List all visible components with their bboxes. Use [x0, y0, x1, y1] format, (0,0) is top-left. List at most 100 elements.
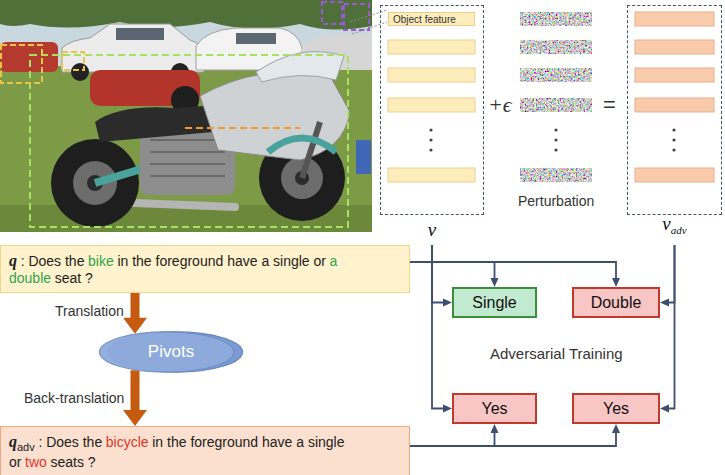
noise-row: [520, 12, 592, 26]
question-text: bike: [88, 253, 114, 269]
question-text: two: [25, 454, 47, 470]
operator-symbol: +ϵ: [488, 92, 512, 118]
feature-row: Object feature: [388, 12, 475, 26]
ellipsis-dot: [672, 148, 675, 151]
noise-row: [520, 68, 592, 82]
photo-sky: [0, 0, 372, 232]
ellipse-face: [99, 332, 233, 372]
ellipse-text: Pivots: [148, 342, 194, 362]
connector-line: [410, 432, 616, 446]
photo-car: [0, 42, 58, 72]
vector-symbol: v: [428, 219, 436, 240]
connector-line: [410, 432, 495, 446]
subscript: adv: [17, 441, 35, 453]
question-box: qadv: Does thebicyclein the foreground h…: [0, 426, 410, 475]
question-text: seat ?: [55, 270, 93, 286]
connector-line: [131, 370, 140, 411]
vector-label: v: [380, 219, 484, 241]
connector-line: [131, 293, 140, 319]
question-text: in the foreground have a single or: [117, 253, 326, 269]
ellipsis-dot: [672, 128, 675, 131]
arrow-head: [612, 278, 620, 287]
photo-fork: [302, 122, 320, 178]
feature-row: [388, 98, 475, 112]
photo-crate: [356, 140, 371, 174]
connector-line: [668, 245, 675, 303]
question-text: seats ?: [51, 454, 96, 470]
feature-set: vadv: [627, 5, 722, 245]
answer-box: Yes: [452, 393, 537, 424]
feature-row: [388, 40, 475, 54]
photo-trees: [0, 0, 372, 30]
arrow-head: [123, 410, 147, 426]
connector: [410, 262, 499, 287]
connector: [410, 424, 620, 446]
feature-row: [388, 68, 475, 82]
connector: [123, 293, 147, 334]
detection-box: [62, 52, 84, 70]
row-text: Object feature: [393, 14, 456, 25]
feature-set: v Object feature: [380, 5, 484, 245]
ellipsis-dot: [554, 148, 557, 151]
answer-text: Single: [472, 294, 516, 312]
noise-row: [520, 40, 592, 54]
dashed-frame: [380, 5, 484, 215]
dashed-frame: [627, 5, 722, 215]
detection-box: [1, 45, 42, 83]
edge-label: Translation: [55, 303, 124, 319]
arrow-head: [612, 424, 620, 433]
feature-row: [388, 168, 475, 182]
leader-line: [350, 10, 387, 34]
connector: [432, 245, 452, 307]
arrow-head: [491, 278, 499, 287]
vector-label: vadv: [627, 213, 722, 241]
feature-row: [635, 40, 714, 54]
connector: [660, 245, 675, 307]
connector: [432, 245, 452, 413]
photo-engine-fins: [150, 140, 225, 176]
detection-box: [30, 55, 348, 227]
photo-wheel: [71, 63, 89, 81]
question-text: : Does the: [21, 253, 85, 269]
answer-text: Double: [591, 294, 642, 312]
ellipsis-dot: [429, 148, 432, 151]
question-text: : Does the: [38, 434, 102, 450]
arrow-head: [660, 405, 669, 413]
photo-car-window: [116, 28, 164, 40]
answer-box: Yes: [572, 393, 660, 424]
photo-fender: [268, 138, 336, 152]
question-symbol: q: [9, 433, 17, 450]
connector: [410, 424, 499, 446]
vector-symbol: v: [662, 213, 670, 234]
noise-row: [520, 168, 592, 182]
answer-text: Yes: [603, 400, 629, 418]
feature-row: [635, 12, 714, 26]
ellipsis-dot: [554, 128, 557, 131]
operator-symbol: =: [603, 92, 616, 118]
question-box: q: Does thebikein the foreground have a …: [0, 245, 410, 293]
caption-label: Perturbation: [518, 193, 594, 209]
pivot-ellipse: Pivots: [98, 331, 244, 373]
ellipsis-dot: [672, 138, 675, 141]
answer-text: Yes: [481, 400, 507, 418]
arrow-head: [443, 299, 452, 307]
connector: [660, 245, 675, 413]
photo-car-window: [236, 33, 276, 44]
edge-label: Back-translation: [24, 390, 124, 406]
question-text: bicycle: [106, 434, 149, 450]
feature-row: [635, 68, 714, 82]
arrow-head: [123, 318, 147, 334]
detection-box: [322, 2, 342, 24]
connector: [123, 370, 147, 426]
connector-line: [668, 245, 675, 409]
arrow-head: [660, 299, 669, 307]
answer-box: Single: [452, 287, 537, 318]
detection-box: [185, 127, 300, 129]
photo-fairing: [200, 72, 350, 160]
connector: [410, 262, 620, 287]
arrow-head: [443, 405, 452, 413]
ellipsis-dot: [429, 138, 432, 141]
section-label: Adversarial Training: [490, 345, 623, 362]
connector-line: [410, 262, 616, 279]
